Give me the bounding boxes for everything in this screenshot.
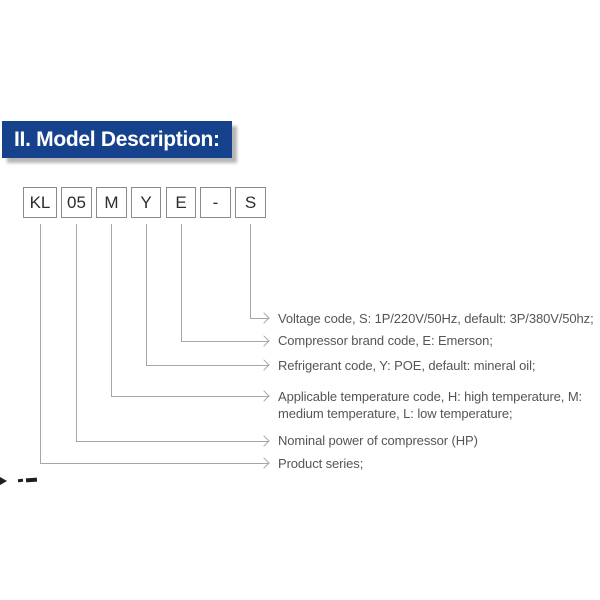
connector-line-product-series [40,224,269,464]
clipped-bullet-icon [0,477,7,485]
legend-label-line: Refrigerant code, Y: POE, default: miner… [278,358,536,373]
legend-label-refrigerant: Refrigerant code, Y: POE, default: miner… [278,357,535,374]
model-code-box-hyphen: - [200,187,231,218]
legend-label-line: Applicable temperature code, H: high tem… [278,389,583,404]
model-code-box-refrigerant: Y [131,187,161,218]
legend-label-line: Product series; [278,456,364,471]
model-code-box-voltage: S [235,187,266,218]
section-title: II. Model Description: [14,128,220,151]
legend-label-temperature: Applicable temperature code, H: high tem… [278,388,582,422]
clipped-text-fragment [25,477,38,483]
model-code-box-temperature: M [96,187,127,218]
model-code-box-product-series: KL [23,187,57,218]
connector-line-temperature [111,224,269,397]
connector-line-power [76,224,269,442]
connector-line-brand [181,224,269,342]
legend-label-product-series: Product series; [278,455,363,472]
clipped-text-fragment [17,478,24,483]
model-code-box-power: 05 [61,187,92,218]
connector-line-refrigerant [146,224,269,366]
connector-line-voltage [250,224,269,319]
legend-label-voltage: Voltage code, S: 1P/220V/50Hz, default: … [278,310,594,327]
legend-label-line: medium temperature, L: low temperature; [278,406,513,421]
model-code-box-brand: E [166,187,196,218]
section-title-banner: II. Model Description: [2,121,232,158]
legend-label-line: Voltage code, S: 1P/220V/50Hz, default: … [278,311,594,326]
legend-label-line: Compressor brand code, E: Emerson; [278,333,493,348]
legend-label-power: Nominal power of compressor (HP) [278,432,478,449]
legend-label-line: Nominal power of compressor (HP) [278,433,478,448]
legend-label-brand: Compressor brand code, E: Emerson; [278,332,493,349]
